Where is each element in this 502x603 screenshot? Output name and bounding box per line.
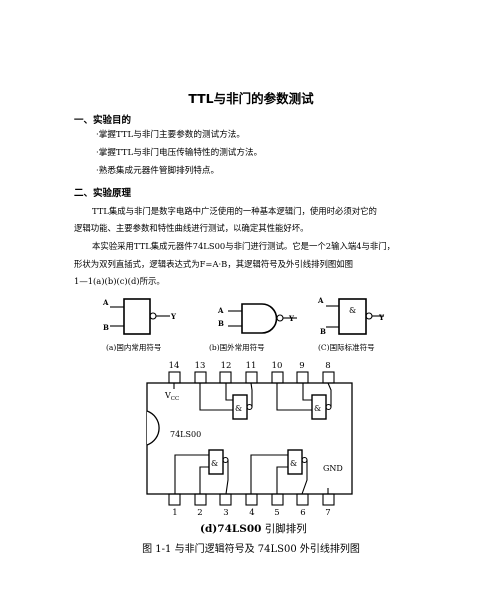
symbol-domestic [110, 298, 170, 335]
pin-number-13: 13 [195, 361, 206, 371]
gate-1-and-mark: & [235, 404, 242, 413]
symbol-a-input-b: B [103, 323, 109, 332]
pin-number-2: 2 [197, 508, 202, 518]
chip-part-label: 74LS00 [170, 430, 201, 439]
pin-11 [245, 371, 258, 384]
pin-14 [168, 371, 181, 384]
symbol-b-input-b: B [218, 319, 224, 328]
pin-5 [271, 493, 284, 506]
caption-international: (C)国际标准符号 [318, 342, 375, 352]
pin-number-14: 14 [169, 361, 180, 371]
symbol-a-output-y: Y [170, 312, 177, 321]
symbol-foreign [228, 303, 297, 334]
pin-number-11: 11 [246, 361, 257, 371]
pin-3 [219, 493, 232, 506]
section-heading-principle: 二、实验原理 [74, 188, 132, 199]
principle-line-1: TTL集成与非门是数字电路中广泛使用的一种基本逻辑门，使用时必须对它的 [92, 206, 377, 216]
pin-number-9: 9 [299, 361, 304, 371]
pin-12 [219, 371, 232, 384]
pin-4 [245, 493, 258, 506]
pin-number-6: 6 [300, 508, 305, 518]
principle-line-2: 逻辑功能、主要参数和特性曲线进行测试，以确定其性能好坏。 [74, 223, 309, 233]
pin-number-8: 8 [325, 361, 330, 371]
section-heading-objective: 一、实验目的 [74, 115, 132, 126]
symbol-c-input-b: B [320, 327, 326, 336]
pin-number-1: 1 [172, 508, 177, 518]
symbol-c-input-a: A [317, 296, 324, 305]
symbol-c-and-mark: & [349, 306, 356, 315]
objective-bullet-1: ·掌握TTL与非门主要参数的测试方法。 [96, 130, 245, 140]
objective-bullet-2: ·掌握TTL与非门电压传输特性的测试方法。 [96, 148, 263, 158]
symbol-c-output-y: Y [378, 313, 385, 322]
pin-1 [168, 493, 181, 506]
gnd-label: GND [323, 464, 343, 473]
figure-caption: 图 1-1 与非门逻辑符号及 74LS00 外引线排列图 [142, 542, 360, 555]
pin-6 [296, 493, 309, 506]
symbol-b-output-y: Y [288, 314, 295, 323]
pin-9 [296, 371, 309, 384]
caption-foreign: (b)国外常用符号 [209, 342, 265, 352]
principle-line-5: 1—1(a)(b)(c)(d)所示。 [74, 276, 165, 286]
pin-7 [322, 493, 335, 506]
pin-10 [271, 371, 284, 384]
symbol-b-input-a: A [217, 306, 224, 315]
symbol-a-input-a: A [102, 298, 109, 307]
gate-2-and-mark: & [314, 404, 321, 413]
pin-number-5: 5 [274, 508, 279, 518]
pin-number-4: 4 [249, 508, 254, 518]
caption-domestic: (a)国内常用符号 [106, 342, 161, 352]
principle-line-4: 形状为双列直插式，逻辑表达式为F=A·B，其逻辑符号及外引线排列图如图 [74, 259, 353, 269]
pin-number-12: 12 [221, 361, 232, 371]
pin-number-10: 10 [272, 361, 283, 371]
gate-4 [287, 449, 303, 475]
principle-line-3: 本实验采用TTL集成元器件74LS00与非门进行测试。它是一个2输入端4与非门， [92, 241, 396, 251]
pin-2 [194, 493, 207, 506]
chip-caption: (d)74LS00 引脚排列 [200, 522, 307, 535]
pin-13 [194, 371, 207, 384]
chip-notch [146, 410, 160, 446]
pin-8 [322, 371, 335, 384]
pin-number-3: 3 [223, 508, 228, 518]
pin-number-7: 7 [325, 508, 330, 518]
gate-3 [208, 449, 224, 475]
vcc-label: VCC [164, 391, 179, 402]
objective-bullet-3: ·熟悉集成元器件管脚排列特点。 [96, 166, 220, 176]
symbol-international [326, 298, 384, 335]
gate-3-and-mark: & [211, 459, 218, 468]
gate-4-and-mark: & [290, 459, 297, 468]
page-title: TTL与非门的参数测试 [188, 91, 314, 106]
